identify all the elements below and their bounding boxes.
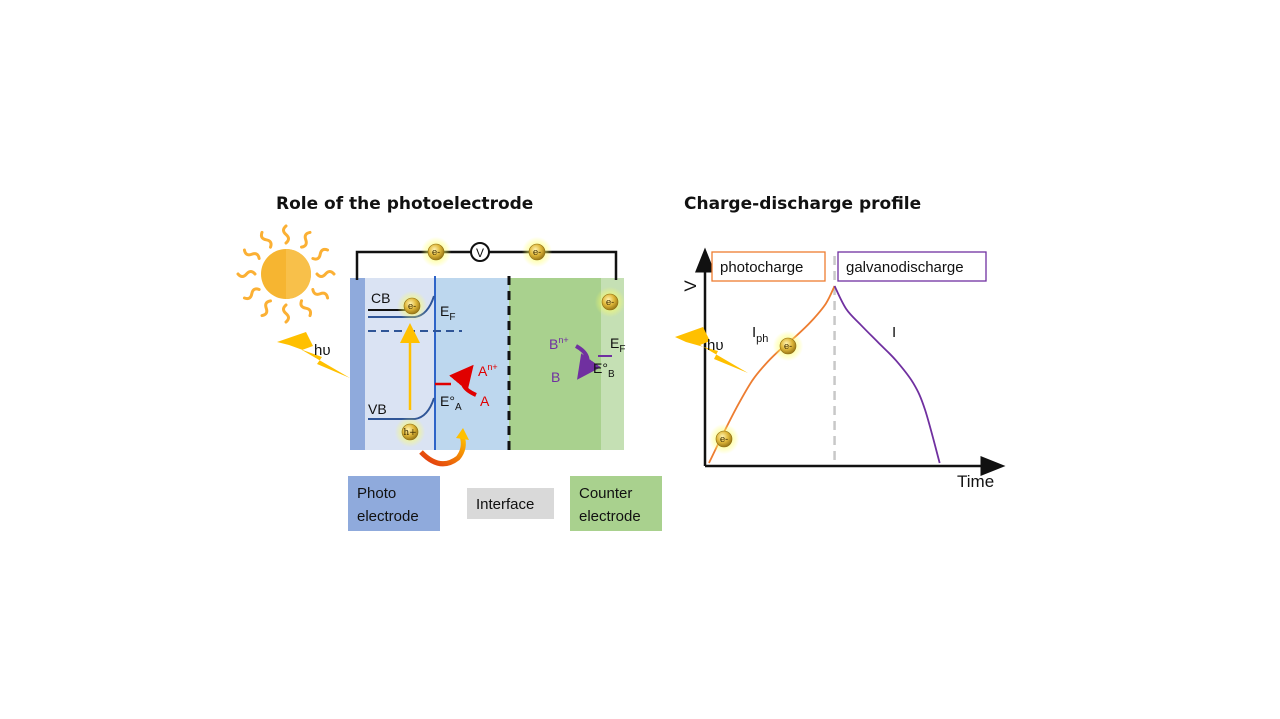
legend-interface: Interface [467, 488, 554, 519]
hole-transfer-arrowhead [456, 428, 469, 440]
svg-text:Photo: Photo [357, 485, 396, 502]
counter-electrode-bar [601, 278, 624, 450]
chart-electron-start: e- [708, 423, 740, 455]
galvanodischarge-curve [833, 285, 941, 464]
svg-text:h+: h+ [403, 428, 416, 438]
svg-text:e-: e- [533, 248, 541, 258]
phase-box-photocharge: photocharge [711, 251, 826, 282]
photocurrent-label: Iph [752, 324, 768, 345]
svg-text:V: V [476, 246, 484, 260]
svg-text:e-: e- [408, 302, 416, 312]
photo-fermi-label: EF [440, 303, 455, 323]
phase-box-galvanodischarge: galvanodischarge [837, 251, 987, 282]
svg-text:Interface: Interface [476, 496, 534, 513]
legend-counter-electrode: Counter electrode [570, 476, 662, 531]
reduced-species-b: B [551, 369, 560, 385]
svg-text:galvanodischarge: galvanodischarge [846, 259, 964, 276]
lightning-bolt-icon [277, 332, 350, 378]
chart-light-energy-label: hυ [707, 337, 724, 354]
svg-text:electrode: electrode [579, 508, 641, 525]
cb-label: CB [371, 290, 390, 306]
svg-text:e-: e- [720, 435, 728, 445]
vb-label: VB [368, 401, 387, 417]
chart-lightning-bolt-icon [675, 327, 748, 373]
redox-a-potential-label: E°A [440, 393, 462, 413]
svg-text:electrode: electrode [357, 508, 419, 525]
voltmeter-icon: V [470, 242, 490, 262]
light-energy-label: hυ [314, 342, 331, 359]
left-panel-title: Role of the photoelectrode [276, 194, 533, 214]
svg-text:photocharge: photocharge [720, 259, 803, 276]
oxidized-species-b: Bn+ [549, 335, 569, 352]
redox-b-arrow [574, 344, 601, 380]
hole-transfer-arrow [419, 435, 466, 467]
redox-a-arrow [449, 364, 477, 397]
electron-counter-electrode: e- [594, 286, 626, 318]
svg-text:e-: e- [432, 248, 440, 258]
photocharge-curve [708, 285, 836, 464]
y-axis-label: V [681, 280, 700, 292]
reduced-species-a: A [480, 393, 490, 409]
legend-photoelectrode: Photo electrode [348, 476, 440, 531]
photoelectrode-bar [350, 278, 365, 450]
electrolyte-region [435, 278, 509, 450]
hole-valence-band: h+ [394, 416, 426, 448]
x-axis-label: Time [957, 472, 994, 491]
counter-fermi-label: EF [610, 335, 625, 355]
sun-icon [236, 224, 336, 324]
chart-electron-mid: e- [772, 330, 804, 362]
right-panel-title: Charge-discharge profile [684, 194, 921, 214]
electron-circuit-left: e- [420, 236, 452, 268]
redox-b-potential-label: E°B [593, 360, 615, 380]
electron-conduction-band: e- [396, 290, 428, 322]
svg-text:e-: e- [784, 342, 792, 352]
oxidized-species-a: An+ [478, 362, 498, 379]
svg-text:Counter: Counter [579, 485, 632, 502]
electron-circuit-right: e- [521, 236, 553, 268]
discharge-current-label: I [892, 324, 896, 341]
svg-text:e-: e- [606, 298, 614, 308]
